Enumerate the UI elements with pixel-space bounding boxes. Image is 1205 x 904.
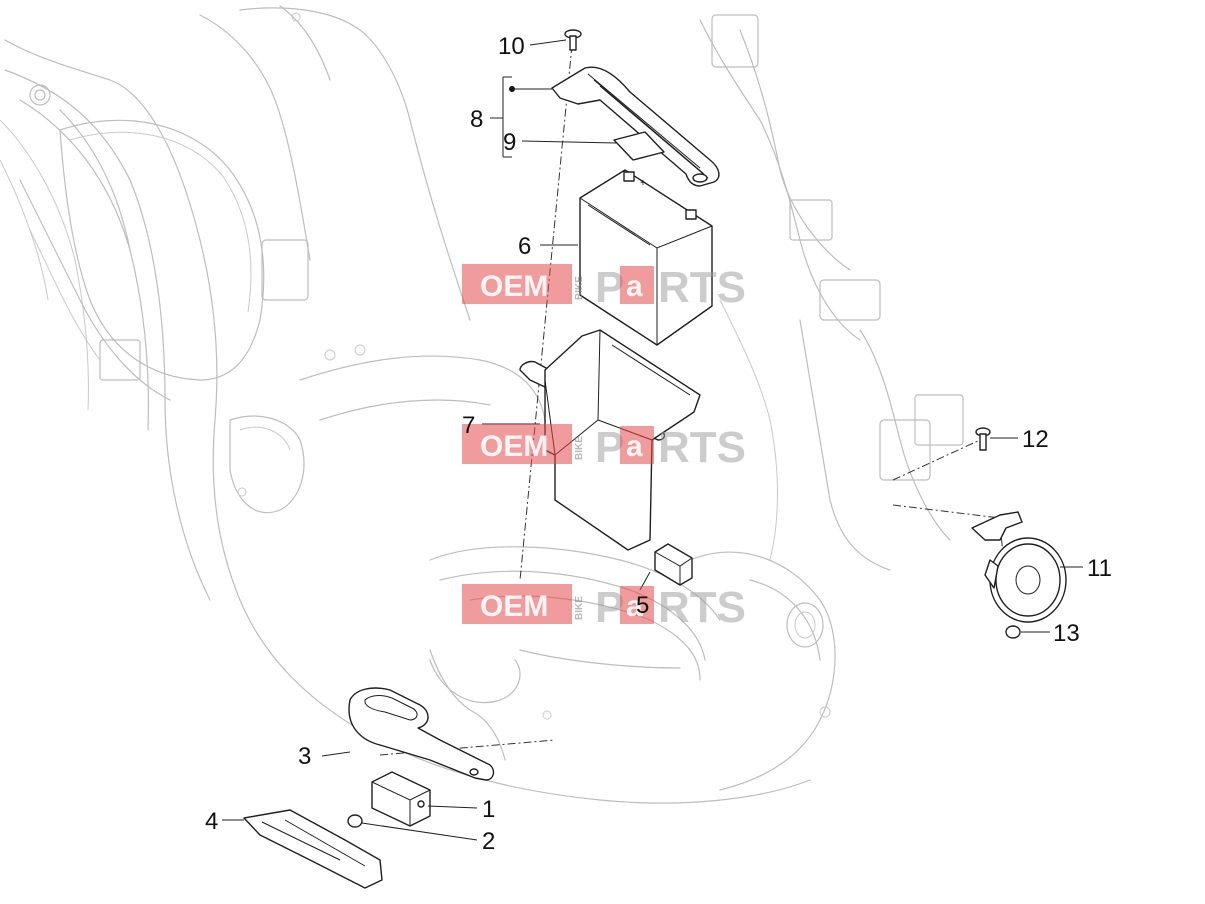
callout-12: 12 bbox=[1022, 426, 1049, 453]
nut-part-13 bbox=[1005, 625, 1021, 639]
callout-8: 8 bbox=[470, 106, 483, 133]
battery-plus-label: + bbox=[640, 178, 646, 189]
bolt-part-12 bbox=[975, 427, 991, 451]
scooter-frame bbox=[0, 5, 964, 804]
leader-lines bbox=[222, 39, 1083, 841]
watermark-top: OEM BIKE P a RTS bbox=[462, 263, 746, 312]
nut-part-2 bbox=[347, 814, 363, 828]
relay-part-5 bbox=[654, 543, 693, 586]
cover-part-4 bbox=[243, 809, 383, 889]
callout-2: 2 bbox=[482, 828, 495, 855]
watermark-parts-a: a bbox=[626, 430, 643, 463]
watermark-parts-rts: RTS bbox=[658, 423, 746, 472]
pad-part-9 bbox=[613, 131, 665, 161]
callout-11: 11 bbox=[1087, 555, 1112, 582]
watermark-bike-text: BIKE bbox=[574, 436, 585, 460]
callout-labels: 10 8 9 6 7 5 3 1 2 4 12 11 13 bbox=[205, 33, 1112, 855]
watermark-bottom: OEM BIKE P a RTS bbox=[462, 583, 746, 632]
watermark-oem-text: OEM bbox=[480, 270, 548, 303]
watermark-oem-text: OEM bbox=[480, 590, 548, 623]
watermark-bike-text: BIKE bbox=[574, 276, 585, 300]
callout-5: 5 bbox=[636, 592, 649, 619]
callout-7: 7 bbox=[462, 412, 475, 439]
callout-13: 13 bbox=[1053, 620, 1080, 647]
callout-6: 6 bbox=[518, 233, 531, 260]
battery-part-6: + bbox=[579, 169, 713, 346]
battery-strap-part-8 bbox=[551, 66, 720, 187]
callout-1: 1 bbox=[482, 796, 495, 823]
callout-3: 3 bbox=[298, 743, 311, 770]
callout-10: 10 bbox=[498, 33, 525, 60]
watermark-parts-a: a bbox=[626, 270, 643, 303]
horn-part-11 bbox=[971, 511, 1067, 623]
callout-4: 4 bbox=[205, 808, 218, 835]
watermark-middle: OEM BIKE P a RTS bbox=[462, 423, 746, 472]
relay-part-1 bbox=[371, 771, 431, 827]
watermark-oem-text: OEM bbox=[480, 430, 548, 463]
watermark-parts-rts: RTS bbox=[658, 583, 746, 632]
watermark-parts-rts: RTS bbox=[658, 263, 746, 312]
watermark-parts-a: a bbox=[626, 590, 643, 623]
screw-part-10 bbox=[564, 29, 582, 51]
callout-9: 9 bbox=[503, 129, 516, 156]
watermark-bike-text: BIKE bbox=[574, 596, 585, 620]
watermark-parts-p: P bbox=[595, 583, 624, 632]
bracket-part-3 bbox=[348, 687, 495, 781]
watermark-parts-p: P bbox=[595, 423, 624, 472]
watermark-parts-p: P bbox=[595, 263, 624, 312]
